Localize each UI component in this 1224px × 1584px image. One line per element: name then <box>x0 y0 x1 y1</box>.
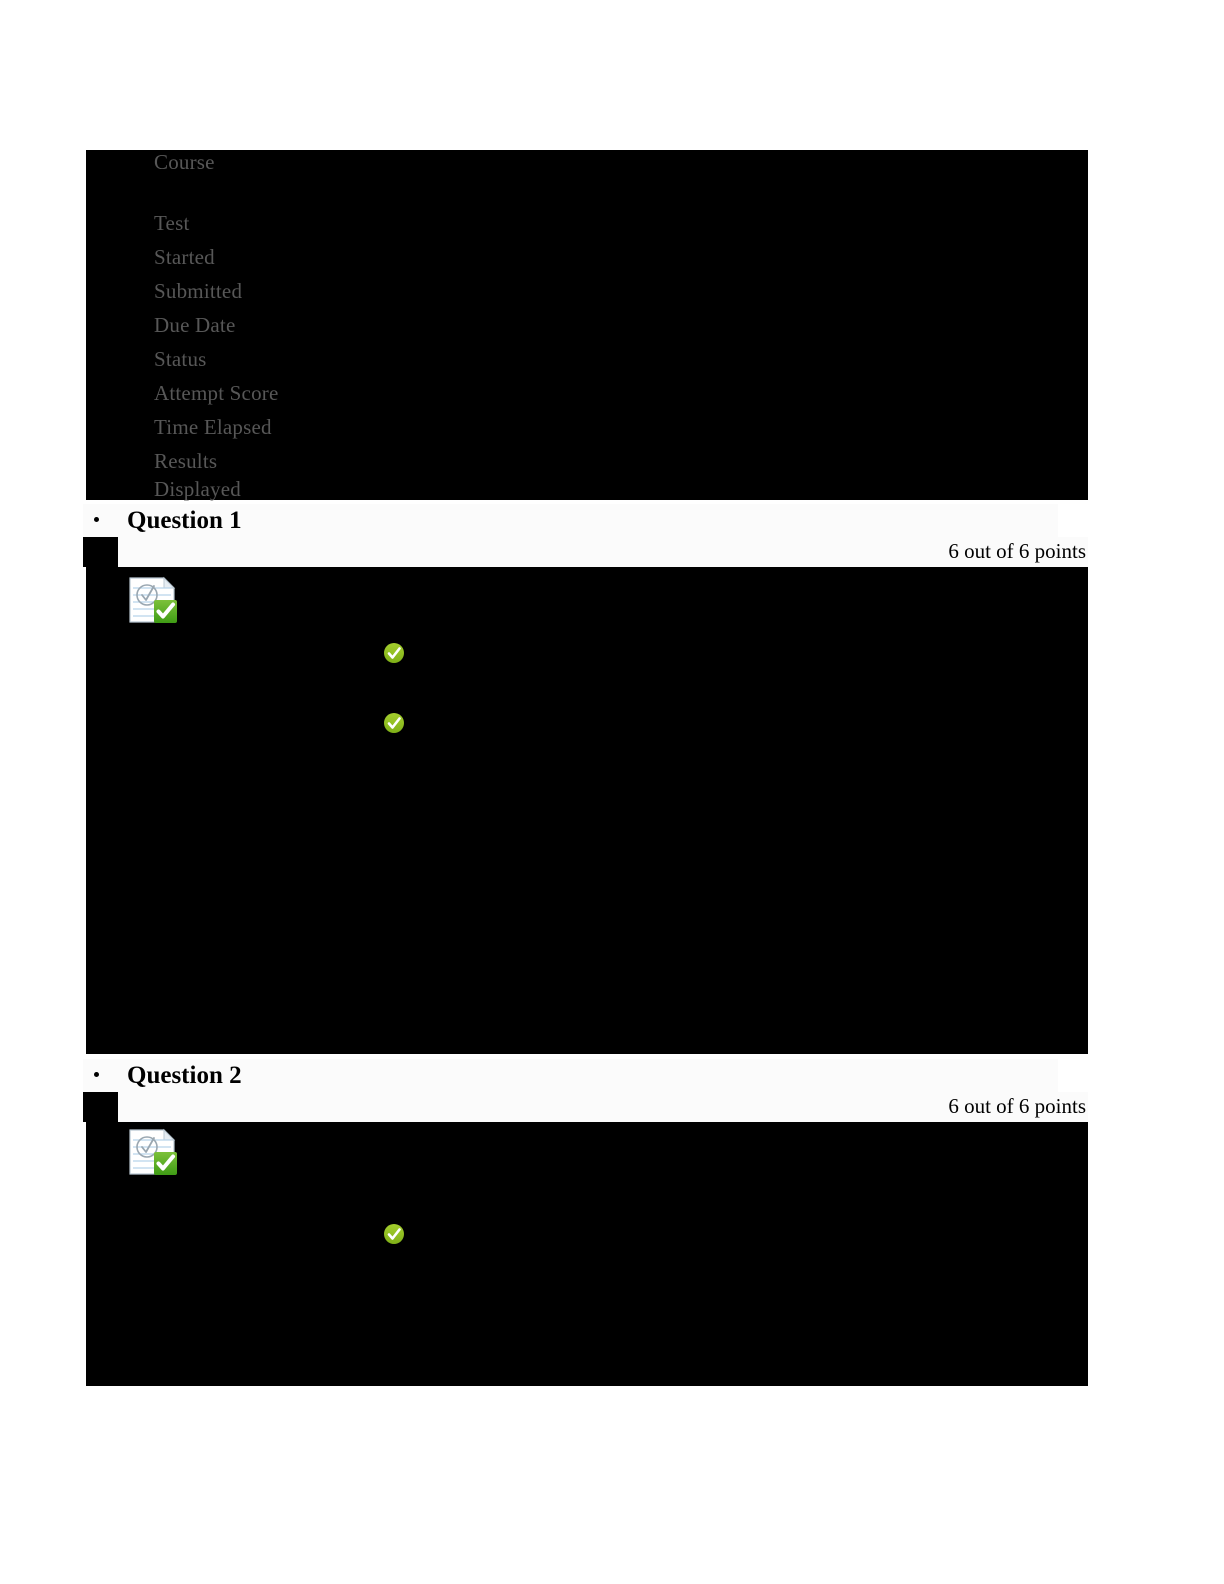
meta-label-started: Started <box>154 245 215 269</box>
question-1-gutter <box>83 537 118 567</box>
meta-label-results-displayed: Results <box>154 449 218 473</box>
list-bullet-icon <box>94 1072 99 1077</box>
green-check-icon <box>383 642 405 664</box>
meta-label-results-displayed-cont: Displayed <box>154 477 241 501</box>
answered-correctly-icon <box>128 1128 180 1177</box>
question-1-header[interactable]: Question 1 <box>83 504 1058 537</box>
meta-label-submitted: Submitted <box>154 279 243 303</box>
answered-correctly-icon <box>128 576 180 625</box>
question-2-gutter <box>83 1092 118 1122</box>
question-1-points: 6 out of 6 points <box>948 539 1086 563</box>
question-2-points-band: 6 out of 6 points <box>118 1092 1088 1122</box>
meta-label-time-elapsed: Time Elapsed <box>154 415 272 439</box>
question-2-header[interactable]: Question 2 <box>83 1059 1058 1092</box>
question-1-title: Question 1 <box>127 507 242 534</box>
meta-label-status: Status <box>154 347 207 371</box>
question-2-points: 6 out of 6 points <box>948 1094 1086 1118</box>
question-1-points-band: 6 out of 6 points <box>118 537 1088 567</box>
question-2-title: Question 2 <box>127 1062 242 1089</box>
test-information-panel: Course Test Started Submitted Due Date S… <box>86 150 1088 501</box>
meta-label-test: Test <box>154 211 190 235</box>
meta-label-due-date: Due Date <box>154 313 236 337</box>
green-check-icon <box>383 1223 405 1245</box>
meta-label-attempt-score: Attempt Score <box>154 381 279 405</box>
green-check-icon <box>383 712 405 734</box>
question-2-body <box>86 1122 1088 1386</box>
question-1-body <box>86 567 1088 1054</box>
list-bullet-icon <box>94 517 99 522</box>
meta-label-course: Course <box>154 150 215 174</box>
